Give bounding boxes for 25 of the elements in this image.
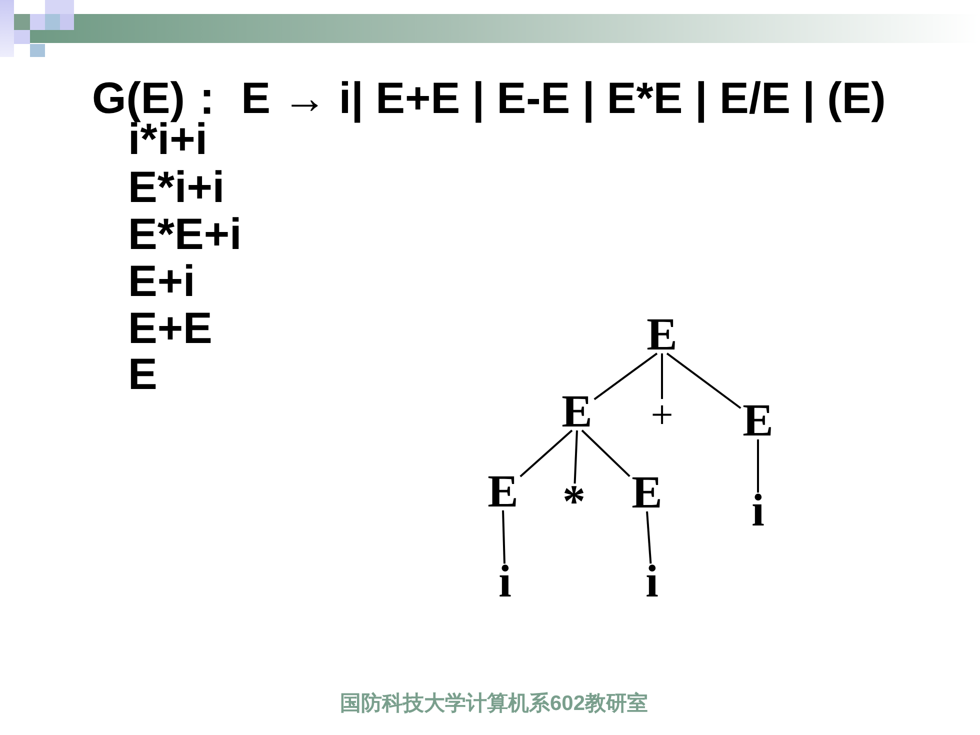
parse-tree-symbol: * — [560, 484, 588, 520]
branch-line — [646, 511, 652, 564]
branch-line — [502, 510, 506, 564]
branch-line — [594, 352, 658, 400]
derivation-step: E+E — [128, 305, 212, 352]
branch-line — [757, 439, 759, 493]
parse-tree-symbol: + — [648, 399, 676, 431]
parse-tree-symbol: i — [644, 564, 660, 600]
parse-tree-symbol: E — [740, 402, 776, 440]
derivation-step: E — [128, 351, 158, 398]
parse-tree-symbol: i — [496, 564, 514, 600]
derivation-step: E*i+i — [128, 164, 225, 211]
derivation-step: E*E+i — [128, 211, 242, 258]
parse-tree-symbol: E — [486, 474, 520, 510]
branch-line — [666, 352, 742, 409]
branch-line — [661, 353, 663, 399]
parse-tree-symbol: E — [560, 394, 594, 430]
branch-line — [520, 430, 573, 478]
branch-line — [574, 430, 578, 484]
footer-text: 国防科技大学计算机系602教研室 — [340, 692, 648, 716]
branch-line — [581, 430, 630, 478]
derivation-step: E+i — [128, 258, 196, 305]
parse-tree-symbol: i — [750, 492, 766, 530]
parse-tree-symbol: E — [644, 316, 680, 354]
parse-tree-symbol: E — [630, 474, 664, 512]
